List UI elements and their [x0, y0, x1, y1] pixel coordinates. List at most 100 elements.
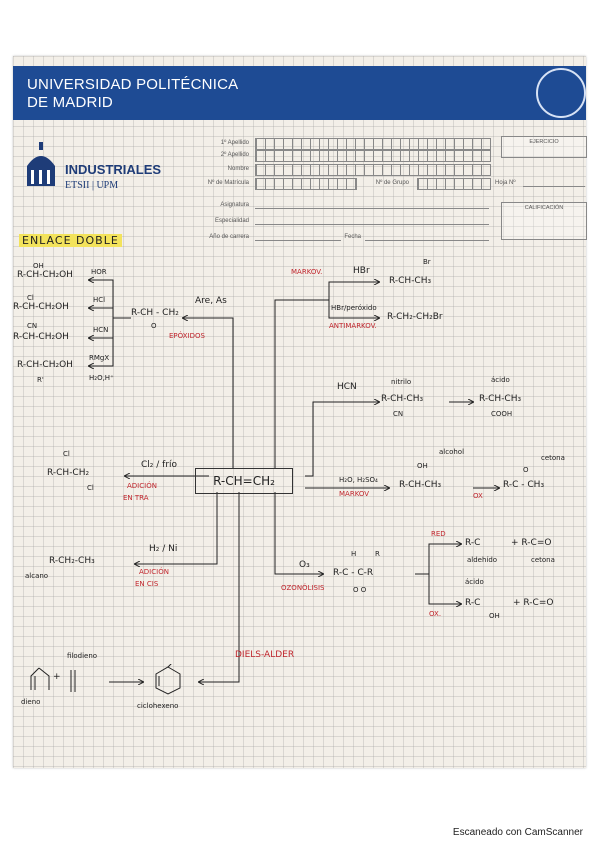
hydrogenation-reagent: H₂ / Ni [149, 544, 178, 554]
markov-reagent: HBr [353, 266, 370, 276]
diene-name: dieno [21, 698, 41, 706]
ketone-product: R-C - CH₃ [503, 480, 545, 490]
dienophile-icon [70, 670, 76, 692]
university-name-line2: DE MADRID [27, 94, 113, 111]
antimarkov-reagent: HBr/peróxido [331, 304, 377, 312]
hoja-label: Hoja Nº [495, 180, 516, 186]
grupo-label: Nº de Grupo [375, 180, 409, 186]
markov-label: MARKOV. [291, 268, 323, 276]
school-name: INDUSTRIALES [65, 162, 162, 177]
asignatura-field[interactable] [255, 208, 489, 209]
fecha-field[interactable] [365, 240, 489, 241]
acid-cooh: COOH [491, 410, 513, 418]
alcohol-name: alcohol [439, 448, 465, 456]
acid-product: R-CH-CH₃ [479, 394, 522, 404]
hoja-field[interactable] [523, 186, 585, 187]
epoxide-reagent: Are, As [195, 296, 227, 306]
acid-name: ácido [491, 376, 510, 384]
nombre-label: Nombre [227, 166, 249, 172]
school-subtitle: ETSII | UPM [65, 180, 119, 191]
apellido1-field[interactable] [255, 138, 491, 150]
alkane-product: R-CH₂-CH₃ [49, 556, 95, 566]
alkene-reactant: R-CH=CH₂ [195, 468, 293, 494]
product-oh-group: OH [33, 262, 44, 270]
grupo-field[interactable] [417, 178, 491, 190]
asignatura-label: Asignatura [220, 202, 249, 208]
scanned-page: UNIVERSIDAD POLITÉCNICA DE MADRID INDUST… [13, 56, 587, 768]
antimarkov-product: R-CH₂-CH₂Br [387, 312, 443, 322]
ano-label: Año de carrera [209, 234, 249, 240]
ketone-o: O [523, 466, 529, 474]
reagent-hor: HOR [91, 268, 107, 276]
cis-addition-label-1: ADICIÓN [139, 568, 169, 576]
notes-title: ENLACE DOBLE [19, 234, 122, 247]
diene-icon [30, 667, 50, 690]
alcohol-oh: OH [417, 462, 428, 470]
product-cn-group: CN [27, 322, 38, 330]
ano-field[interactable] [255, 240, 341, 241]
calificacion-box[interactable]: CALIFICACIÓN [501, 202, 587, 240]
hcn-reagent: HCN [337, 382, 357, 392]
university-seal-icon [536, 68, 586, 118]
dihalide-cl-top: Cl [63, 450, 70, 458]
reduction-label: RED [431, 530, 446, 538]
anti-addition-label-2: EN TRA [123, 494, 149, 502]
cyclohexene-name: ciclohexeno [137, 702, 179, 710]
especialidad-field[interactable] [255, 224, 489, 225]
nombre-field[interactable] [255, 164, 491, 176]
nitrile-product: R-CH-CH₃ [381, 394, 424, 404]
ketone-product-2: + R-C=O [511, 538, 552, 548]
hydration-reagent: H₂O, H₂SO₄ [339, 476, 378, 484]
carboxylic-oh: OH [489, 612, 500, 620]
ozonide-oxygens: O O [353, 586, 367, 594]
anti-addition-label-1: ADICIÓN [127, 482, 157, 490]
aldehyde-product: R-C [465, 538, 481, 548]
oxidation-label: OX [473, 492, 483, 500]
ketone-product-3: + R-C=O [513, 598, 554, 608]
dienophile-name: filodieno [67, 652, 98, 660]
reagent-rmgx: RMgX [89, 354, 110, 362]
epoxide: R-CH - CH₂ [131, 308, 179, 318]
ketone-name-2: cetona [531, 556, 555, 564]
ozonide: R-C - C-R [333, 568, 374, 578]
epoxide-oxygen: O [151, 322, 157, 330]
matricula-field[interactable] [255, 178, 357, 190]
apellido2-label: 2º Apellido [220, 152, 249, 158]
nitrile-cn: CN [393, 410, 404, 418]
aldehyde-name: aldehído [467, 556, 498, 564]
fecha-label: Fecha [344, 234, 361, 240]
product-chlorohydrin: R-CH-CH₂OH [13, 302, 69, 312]
calificacion-label: CALIFICACIÓN [524, 205, 564, 211]
reagent-hcn: HCN [93, 326, 109, 334]
hydration-markov-label: MARKOV [339, 490, 370, 498]
ozonide-h: H [351, 550, 357, 558]
apellido2-field[interactable] [255, 150, 491, 162]
product-r-prime: R' [37, 376, 44, 384]
antimarkov-label: ANTIMARKOV. [329, 322, 377, 330]
oxidation-label-2: OX. [429, 610, 442, 618]
markov-br: Br [423, 258, 431, 266]
ejercicio-box[interactable]: EJERCICIO [501, 136, 587, 158]
dihalide-cl-bottom: Cl [87, 484, 94, 492]
product-alcohol: R-CH-CH₂OH [17, 270, 73, 280]
university-banner: UNIVERSIDAD POLITÉCNICA DE MADRID [13, 66, 586, 120]
product-grignard: R-CH-CH₂OH [17, 360, 73, 370]
reagent-h2o: H₂O,H⁺ [89, 374, 114, 382]
diels-plus: + [53, 672, 61, 682]
matricula-label: Nº de Matrícula [207, 180, 249, 186]
alcohol-product: R-CH-CH₃ [399, 480, 442, 490]
dihalide-product: R-CH-CH₂ [47, 468, 90, 478]
ozonide-r: R [375, 550, 380, 558]
reaction-arrows [13, 56, 586, 768]
product-cl-group: Cl [27, 294, 34, 302]
nitrile-name: nitrilo [391, 378, 412, 386]
apellido1-label: 1º Apellido [220, 140, 249, 146]
diels-alder-label: DIELS-ALDER [235, 650, 295, 660]
cis-addition-label-2: EN CIS [135, 580, 159, 588]
carboxylic-product: R-C [465, 598, 481, 608]
product-cyanohydrin: R-CH-CH₂OH [13, 332, 69, 342]
ozone-reagent: O₃ [299, 560, 310, 570]
cyclohexene-icon [155, 664, 181, 695]
ejercicio-label: EJERCICIO [529, 139, 559, 145]
school-logo-icon [27, 142, 55, 186]
